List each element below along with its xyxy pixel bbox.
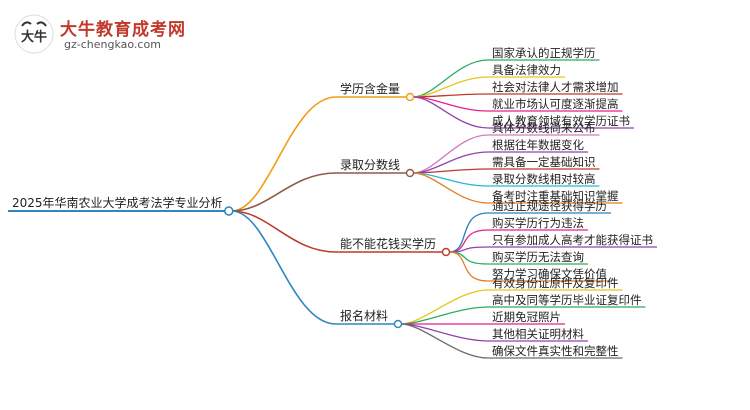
leaf-connector [448, 251, 489, 282]
leaf-topic: 近期免冠照片 [492, 310, 561, 324]
site-url: gz-chengkao.com [64, 38, 161, 51]
branch-junction [405, 168, 415, 178]
leaf-topic: 备考时注重基础知识掌握 [492, 189, 619, 203]
leaf-topic: 高中及同等学历毕业证复印件 [492, 293, 642, 307]
branch-connector [231, 96, 337, 212]
leaf-connector [448, 246, 489, 253]
branch-topic: 学历含金量 [340, 81, 400, 96]
leaf-connector [412, 134, 489, 174]
leaf-connector [400, 323, 489, 359]
site-logo[interactable]: 大牛 大牛教育成考网 gz-chengkao.com [14, 14, 214, 56]
branch-topic: 录取分数线 [340, 157, 400, 172]
leaf-topic: 购买学历行为违法 [492, 216, 584, 230]
branch-junction [441, 247, 451, 257]
mascot-text: 大牛 [21, 29, 47, 45]
leaf-topic: 有效身份证原件及复印件 [492, 276, 619, 290]
leaf-topic: 具体分数线尚未公布 [492, 121, 596, 135]
leaf-connector [448, 212, 489, 253]
leaf-topic: 国家承认的正规学历 [492, 46, 596, 60]
bull-mascot-icon: 大牛 [14, 14, 54, 54]
leaf-topic: 只有参加成人高考才能获得证书 [492, 233, 653, 247]
branch-junction [393, 319, 403, 329]
branch-connector [231, 210, 337, 253]
leaf-topic: 就业市场认可度逐渐提高 [492, 97, 619, 111]
root-junction [224, 206, 234, 216]
mind-map-nodes: 2025年华南农业大学成考法学专业分析 学历含金量 国家承认的正规学历具备法律效力社… [8, 46, 657, 359]
leaf-topic: 需具备一定基础知识 [492, 155, 596, 169]
leaf-topic: 录取分数线相对较高 [492, 172, 596, 186]
leaf-topic: 努力学习确保文凭价值 [492, 267, 607, 281]
leaf-topic: 通过正规途径获得学历 [492, 199, 607, 213]
site-name: 大牛教育成考网 [60, 20, 186, 40]
leaf-connector [412, 172, 489, 204]
branch-junction [405, 92, 415, 102]
branch-topic: 报名材料 [340, 308, 388, 323]
leaf-connector [412, 96, 489, 129]
mind-map-connectors [231, 59, 489, 359]
branch-topic: 能不能花钱买学历 [340, 236, 436, 251]
leaf-connector [448, 251, 489, 265]
leaf-topic: 成人教育领域有效学历证书 [492, 114, 630, 128]
leaf-topic: 其他相关证明材料 [492, 327, 584, 341]
branch-connector [231, 210, 337, 325]
leaf-connector [400, 289, 489, 325]
leaf-topic: 具备法律效力 [492, 63, 561, 77]
leaf-topic: 购买学历无法查询 [492, 250, 584, 264]
root-topic: 2025年华南农业大学成考法学专业分析 [12, 195, 223, 210]
leaf-topic: 社会对法律人才需求增加 [492, 80, 619, 94]
leaf-topic: 确保文件真实性和完整性 [492, 344, 619, 358]
leaf-topic: 根据往年数据变化 [492, 138, 584, 152]
branch-connector [231, 172, 337, 212]
